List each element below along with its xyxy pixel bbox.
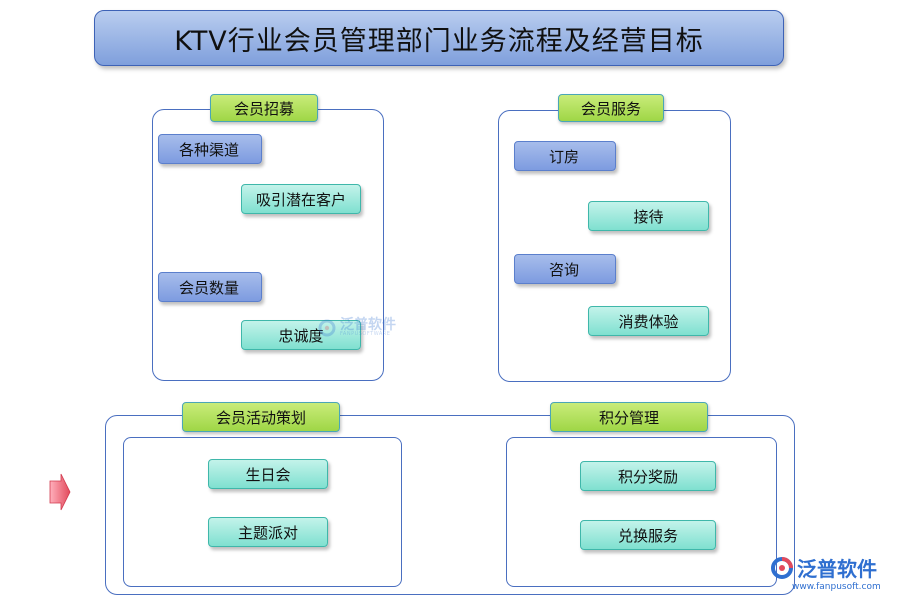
activity-header: 会员活动策划 (182, 402, 340, 432)
fanpu-logo-icon (771, 556, 793, 579)
center-watermark-brand-en: FANPUSOFTWARE (340, 331, 391, 337)
birthday-party-box: 生日会 (208, 459, 328, 489)
theme-party-box: 主题派对 (208, 517, 328, 547)
reception-box: 接待 (588, 201, 709, 231)
recruit-header: 会员招募 (210, 94, 318, 122)
points-reward-box: 积分奖励 (580, 461, 716, 491)
service-header: 会员服务 (558, 94, 664, 122)
member-count-box: 会员数量 (158, 272, 262, 302)
corner-watermark-url: www.fanpusoft.com (792, 582, 881, 592)
center-watermark: 泛普软件 FANPUSOFTWARE (318, 318, 396, 337)
redemption-service-box: 兑换服务 (580, 520, 716, 550)
page-title: KTV行业会员管理部门业务流程及经营目标 (94, 10, 784, 66)
consumption-experience-box: 消费体验 (588, 306, 709, 336)
potential-customers-box: 吸引潜在客户 (241, 184, 361, 214)
corner-watermark-brand: 泛普软件 (797, 557, 877, 581)
corner-watermark: 泛普软件 www.fanpusoft.com (770, 553, 881, 592)
center-watermark-brand: 泛普软件 (340, 317, 396, 333)
points-header: 积分管理 (550, 402, 708, 432)
arrow-right-icon (49, 473, 71, 511)
channels-box: 各种渠道 (158, 134, 262, 164)
points-panel (506, 437, 777, 587)
loyalty-box: 忠诚度 (241, 320, 361, 350)
fanpu-logo-icon (318, 319, 336, 336)
booking-box: 订房 (514, 141, 616, 171)
consultation-box: 咨询 (514, 254, 616, 284)
